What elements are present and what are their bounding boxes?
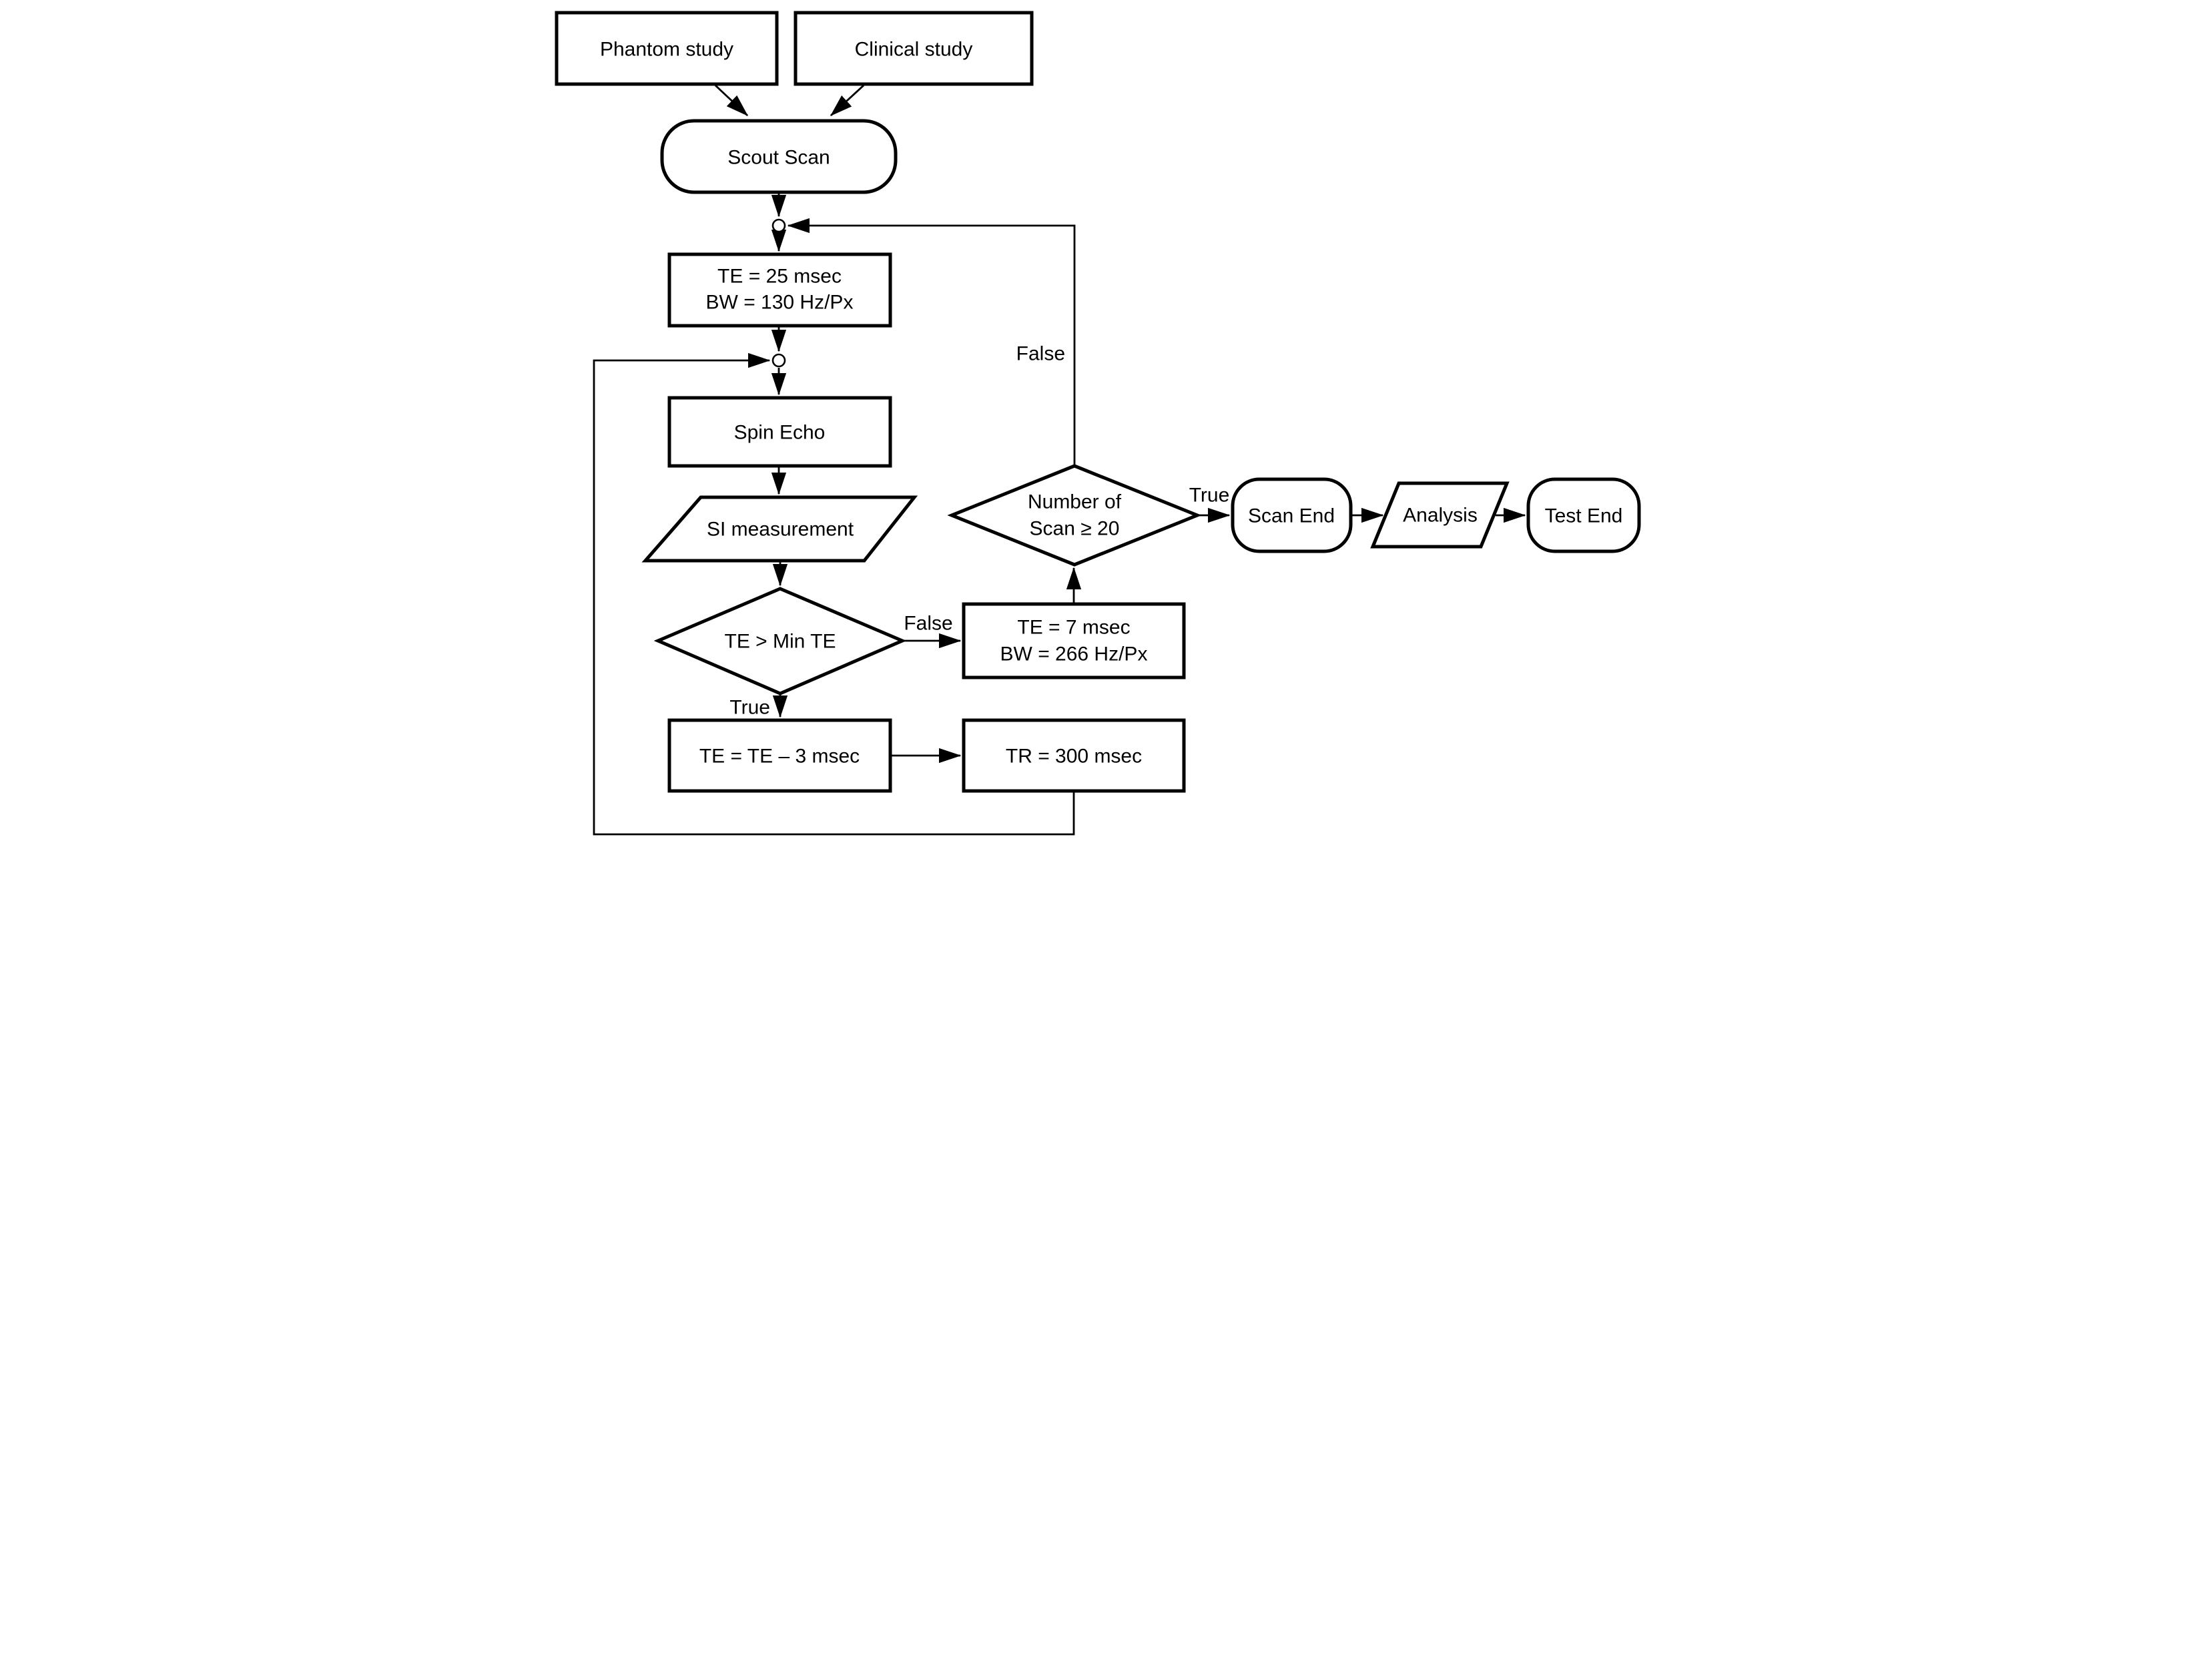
edge-phantom-to-scout — [714, 84, 748, 117]
flowchart: Phantom study Clinical study Scout Scan … — [549, 0, 1650, 840]
te25-bw130-node — [667, 252, 892, 328]
edge-label-false-scan-decision: False — [1016, 343, 1064, 365]
edge-scan-decision-false-return-to-connector1 — [787, 218, 1075, 466]
scout-scan-node — [660, 119, 897, 194]
te-minus-3-node — [667, 718, 892, 793]
edge-clinical-to-scout — [830, 84, 864, 117]
edge-label-false-te-decision: False — [904, 613, 952, 635]
nodes — [555, 11, 1640, 793]
test-end-node — [1526, 477, 1640, 553]
te7-bw266-node — [962, 602, 1185, 679]
si-measurement-node — [641, 495, 918, 563]
analysis-label: Analysis — [1403, 505, 1478, 527]
te25-line2: BW = 130 Hz/Px — [705, 292, 853, 314]
number-of-scan-line2: Scan ≥ 20 — [1029, 518, 1119, 540]
labels: Phantom study Clinical study Scout Scan … — [599, 39, 1622, 768]
flowchart-canvas: Phantom study Clinical study Scout Scan … — [549, 0, 1650, 840]
scout-scan-label: Scout Scan — [727, 147, 830, 169]
connector-circle-1 — [771, 218, 786, 233]
edge-label-true-te-decision: True — [729, 697, 770, 719]
tr-300-node — [962, 718, 1185, 793]
connector-circle-2 — [771, 353, 786, 368]
analysis-node — [1369, 481, 1510, 549]
te-gt-minte-label: TE > Min TE — [724, 631, 836, 653]
phantom-study-node — [555, 11, 778, 86]
te7-line1: TE = 7 msec — [1017, 617, 1130, 639]
te-minus-3-label: TE = TE – 3 msec — [699, 746, 859, 768]
phantom-study-label: Phantom study — [599, 39, 733, 61]
edge-label-true-scan-decision: True — [1189, 485, 1229, 507]
test-end-label: Test End — [1544, 505, 1622, 527]
edges — [593, 84, 1526, 836]
si-measurement-label: SI measurement — [706, 519, 854, 541]
clinical-study-label: Clinical study — [854, 39, 972, 61]
number-of-scan-decision-node — [946, 464, 1202, 567]
edge-tr300-return-to-connector2 — [593, 352, 1074, 836]
spin-echo-label: Spin Echo — [733, 422, 825, 444]
scan-end-label: Scan End — [1247, 505, 1334, 527]
clinical-study-node — [794, 11, 1033, 86]
te7-line2: BW = 266 Hz/Px — [1000, 643, 1147, 665]
tr-300-label: TR = 300 msec — [1005, 746, 1141, 768]
number-of-scan-line1: Number of — [1027, 491, 1121, 513]
te-gt-minte-decision-node — [653, 587, 906, 695]
scan-end-node — [1231, 477, 1352, 553]
te25-line1: TE = 25 msec — [717, 266, 842, 288]
spin-echo-node — [667, 396, 892, 468]
